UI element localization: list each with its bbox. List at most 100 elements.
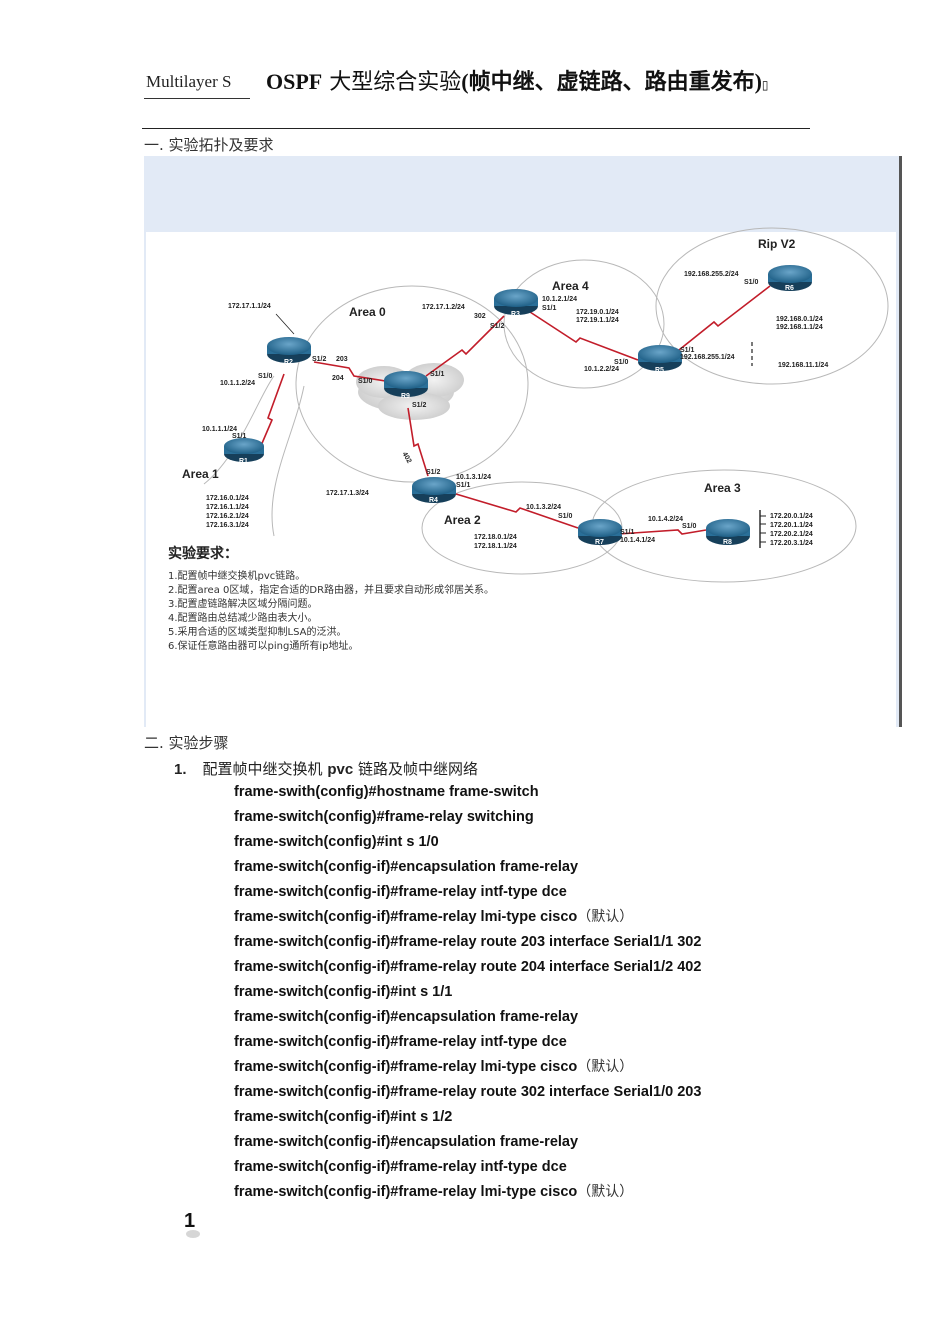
r7-ip-label: 10.1.3.2/24 [526,504,561,511]
command-line: frame-switch(config-if)#encapsulation fr… [234,859,579,875]
requirement-item: 2.配置area 0区域，指定合适的DR路由器，并且要求自动形成邻居关系。 [168,583,494,596]
r5-s10-label: S1/0 [614,359,629,366]
requirement-item: 5.采用合适的区域类型抑制LSA的泛洪。 [168,625,347,638]
area2-label: Area 2 [444,513,481,527]
r7-s11-label: S1/1 [620,529,635,536]
command-line: frame-switch(config-if)#encapsulation fr… [234,1009,579,1025]
router-r6: R6 [768,265,812,292]
requirement-item: 1.配置帧中继交换机pvc链路。 [168,569,305,582]
r7-area3-ip-label: 10.1.4.1/24 [620,537,655,544]
router-label: R6 [785,285,794,292]
requirement-item: 6.保证任意路由器可以ping通所有ip地址。 [168,639,358,652]
r5-s11-label: S1/1 [680,347,695,354]
command-line: frame-switch(config-if)#int s 1/2 [234,1109,453,1125]
section1-heading: 一. 实验拓扑及要求 [144,136,274,154]
link-r9-r3 [425,315,505,377]
area1-label: Area 1 [182,467,219,481]
router-r8: R8 [706,519,750,546]
r3-s12-label: S1/2 [490,323,505,330]
r9-s10-label: S1/0 [358,378,373,385]
link-r5-r6 [673,285,771,355]
router-label: R1 [239,458,248,465]
document-title: OSPF 大型综合实验(帧中继、虚链路、路由重发布)▯ [266,64,769,96]
r4-area2-ip-label: 10.1.3.1/24 [456,474,491,481]
r8-net-2: 172.20.2.1/24 [770,531,813,538]
r3-net-1: 172.19.1.1/24 [576,317,619,324]
r7-net-1: 172.18.1.1/24 [474,543,517,550]
title-paren: (帧中继、虚链路、路由重发布) [461,69,762,94]
r3-s11-label: S1/1 [542,305,557,312]
r5-net-label: 192.168.11.1/24 [778,362,828,369]
r8-net-0: 172.20.0.1/24 [770,513,813,520]
area4-label: Area 4 [552,279,589,293]
router-r3: R3 [494,289,538,318]
header-left-text: Multilayer S [146,72,232,91]
r4-s11-label: S1/1 [456,482,471,489]
link-r2-r1 [259,373,285,449]
r1-net-2: 172.16.2.1/24 [206,513,249,520]
router-label: R7 [595,539,604,546]
command-line: frame-switch(config-if)#frame-relay rout… [234,959,702,975]
r8-ip-label: 10.1.4.2/24 [648,516,683,523]
r9-s12-label: S1/2 [412,402,427,409]
command-line: frame-switch(config-if)#int s 1/1 [234,984,453,1000]
topology-figure: R2 R1 R9 R3 R5 [144,156,902,732]
step1-number: 1. [174,761,187,778]
command-line: frame-switch(config-if)#frame-relay lmi-… [234,1184,634,1200]
router-r7: R7 [578,519,622,546]
r6-net-0: 192.168.0.1/24 [776,316,823,323]
router-label: R3 [511,311,520,318]
title-main: 大型综合实验 [329,70,462,95]
area4-circle [503,259,665,389]
router-label: R5 [655,367,664,374]
dlci-302-label: 302 [474,313,486,320]
link-r4-r7 [455,493,579,529]
r3-net-0: 172.19.0.1/24 [576,309,619,316]
title-suffix: ▯ [761,78,769,92]
area3-label: Area 3 [704,481,741,495]
router-r5: R5 [638,345,682,374]
command-line: frame-switch(config-if)#frame-relay intf… [234,884,567,900]
r1-net-0: 172.16.0.1/24 [206,495,249,502]
r3-area4-ip-label: 10.1.2.1/24 [542,296,577,303]
title-prefix: OSPF [266,69,323,94]
router-r4: R4 [412,477,456,504]
r6-ip-label: 192.168.255.2/24 [684,271,739,278]
command-line: frame-switch(config-if)#frame-relay intf… [234,1159,567,1175]
link-r7-r8 [617,529,707,535]
link-r9-r4 [407,407,429,477]
router-r1: R1 [224,438,264,465]
requirement-item: 4.配置路由总结减少路由表大小。 [168,611,318,624]
r2-s10-ip-label: 10.1.1.2/24 [220,380,255,387]
command-line: frame-switch(config-if)#frame-relay rout… [234,934,702,950]
r1-ip-label: 10.1.1.1/24 [202,426,237,433]
step1-text-b: pvc [327,761,354,778]
r7-s10-label: S1/0 [558,513,573,520]
dlci-402-label: 402 [401,451,413,465]
router-label: R2 [284,359,293,366]
section2-heading: 二. 实验步骤 [144,734,229,752]
command-line: frame-switch(config-if)#frame-relay intf… [234,1034,567,1050]
command-line: frame-switch(config-if)#frame-relay rout… [234,1084,702,1100]
topology-diagram: R2 R1 R9 R3 R5 [168,227,889,652]
link-r3-r5 [529,311,639,361]
page-number-shadow [186,1230,200,1238]
r6-net-1: 192.168.1.1/24 [776,324,823,331]
dlci-203-label: 203 [336,356,348,363]
command-list: frame-swith(config)#hostname frame-switc… [234,780,701,1205]
area0-label: Area 0 [349,305,386,319]
r3-ip-label: 172.17.1.2/24 [422,304,465,311]
router-label: R9 [401,393,410,400]
command-line: frame-switch(config)#int s 1/0 [234,834,439,850]
r4-s12-label: S1/2 [426,469,441,476]
requirement-item: 3.配置虚链路解决区域分隔问题。 [168,597,318,610]
command-line: frame-switch(config-if)#frame-relay lmi-… [234,1059,634,1075]
command-line: frame-switch(config)#frame-relay switchi… [234,809,534,825]
r1-net-1: 172.16.1.1/24 [206,504,249,511]
area0-circle [295,285,529,483]
command-line: frame-switch(config-if)#encapsulation fr… [234,1134,579,1150]
step1-text-c: 链路及帧中继网络 [357,760,478,778]
command-line: frame-swith(config)#hostname frame-switc… [234,784,539,800]
r1-s11-label: S1/1 [232,433,247,440]
r8-s10-label: S1/0 [682,523,697,530]
